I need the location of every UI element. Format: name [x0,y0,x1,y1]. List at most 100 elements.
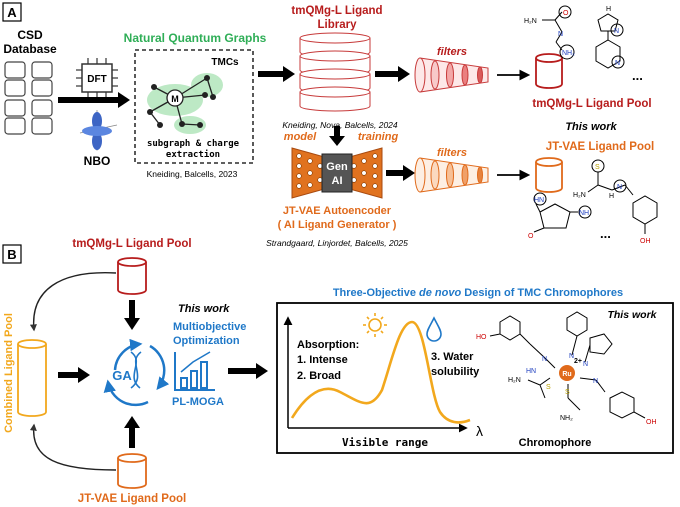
broad-label: 2. Broad [297,370,341,382]
arrow-combined-to-ga [58,367,90,383]
mol-a-o: O [563,10,569,17]
cite-kb2023: Kneiding, Balcells, 2023 [147,169,238,179]
mol-a-h2n: H₂N [524,18,537,25]
nbo-label: NBO [84,154,111,168]
spectrum-curve [290,320,471,424]
library-database-icon [299,32,371,112]
sun-icon [363,313,387,337]
model-label: model [284,131,317,143]
graph-icon [147,73,223,134]
training-label: training [358,131,399,143]
nqg-title: Natural Quantum Graphs [124,31,267,45]
jtvae-pool-icon [535,157,563,193]
arrow-csd-to-nqg [58,92,130,108]
this-work-b: This work [178,303,230,315]
mol-c-h2n: H₂N [573,192,586,199]
filters-bottom-label: filters [437,147,467,159]
bar-chart-icon [174,351,215,391]
library-title-line2: Library [318,19,358,31]
chromo-s1: S [546,384,551,391]
chromo-n1: N [542,356,547,363]
mol-d-nh: NH [579,210,589,217]
arrow-tmqmg-to-ga [124,300,140,330]
panel-b-label: B [7,247,16,262]
subgraph-line1: subgraph & charge [147,139,240,149]
ellipsis-top: ... [632,68,643,83]
csd-title-line2: Database [3,42,57,56]
arrow-library-to-filters [375,66,410,82]
mol-a-n: N [558,31,563,38]
multiobj-line2: Optimization [173,335,240,347]
chromo-hn: HN [526,368,536,375]
absorption-label: Absorption: [297,339,359,351]
autoencoder-icon [291,147,383,199]
tmqmg-pool-label-a: tmQMg-L Ligand Pool [532,98,651,110]
metal-label: M [171,94,179,104]
this-work-a: This work [565,121,617,133]
ru-label: Ru [562,371,571,378]
nbo-orbital-icon [79,110,118,151]
arrow-ga-to-design [228,363,268,379]
mol-a-nh2: NH₂ [562,50,575,57]
ellipsis-bottom: ... [600,226,611,241]
filter-funnel-top-icon [414,57,489,93]
library-title-line1: tmQMg-L Ligand [291,5,382,17]
panel-b: B tmQMg-L Ligand Pool Combined Ligand Po… [2,238,674,505]
mol-b-n2: N [615,60,620,67]
mol-c-h: H [609,193,614,200]
this-work-box-label: This work [607,309,657,321]
design-title: Three-Objective de novo Design of TMC Ch… [333,287,623,299]
arrow-library-to-generator [329,126,345,146]
jtvae-pool-b-icon [117,453,147,489]
multiobj-line1: Multiobjective [173,321,246,333]
panel-b-label-box [2,244,22,264]
tmqmg-pool-icon [535,53,563,89]
cite-slb2025: Strandgaard, Linjordet, Balcells, 2025 [266,238,408,248]
mol-d-hn: HN [534,197,544,204]
mol-c-oh: OH [640,238,651,245]
design-title-italic: de novo [419,287,461,299]
ligand-cyclopentenedione-structure [533,192,592,233]
dft-label: DFT [87,74,106,85]
arrow-tmqmg-to-combined [29,272,117,332]
combined-pool-label: Combined Ligand Pool [3,313,15,433]
filter-funnel-bottom-icon [414,157,489,193]
chromo-s2: S [565,389,570,396]
ga-cycle-icon [103,338,170,407]
jtvae-pool-label-b: JT-VAE Ligand Pool [78,493,186,505]
mol-c-n: N [617,184,622,191]
intense-label: 1. Intense [297,354,348,366]
panel-a-label-box [2,2,22,22]
lambda-label: λ [476,423,483,439]
tmqmg-pool-b-icon [117,257,147,295]
csd-database-icon [4,61,53,135]
ai-label: AI [332,175,343,187]
chromo-oh: OH [646,419,657,426]
tmcs-label: TMCs [211,57,239,68]
arrow-jtvae-to-combined [29,423,117,471]
gen-label: Gen [326,161,348,173]
ligand-pyridyl-imidazole-structure [595,13,625,69]
design-title-post: Design of TMC Chromophores [461,287,623,299]
arrow-generator-to-filters [386,165,415,181]
tmqmg-pool-label-b: tmQMg-L Ligand Pool [72,238,191,250]
spectrum-axes [283,316,468,433]
chromo-ho: HO [476,334,487,341]
chromo-n3: N [583,361,588,368]
ligand-semicarbazide-structure [542,5,575,60]
design-title-pre: Three-Objective [333,287,419,299]
chromo-n2: N [569,353,574,360]
panel-a-label: A [7,5,17,20]
mol-b-n1: N [614,28,619,35]
water-line2: solubility [431,366,480,378]
autoencoder-title-line1: JT-VAE Autoencoder [283,205,392,217]
chromo-nh2: NH₂ [560,415,573,422]
subgraph-line2: extraction [166,149,220,160]
chromo-h2n: H₂N [508,377,521,384]
water-line1: 3. Water [431,351,474,363]
chromophore-structure [489,311,646,419]
ruthenium-atom [559,365,575,381]
plmoga-label: PL-MOGA [172,396,224,408]
ligand-thiosemicarbazone-structure [587,159,658,234]
